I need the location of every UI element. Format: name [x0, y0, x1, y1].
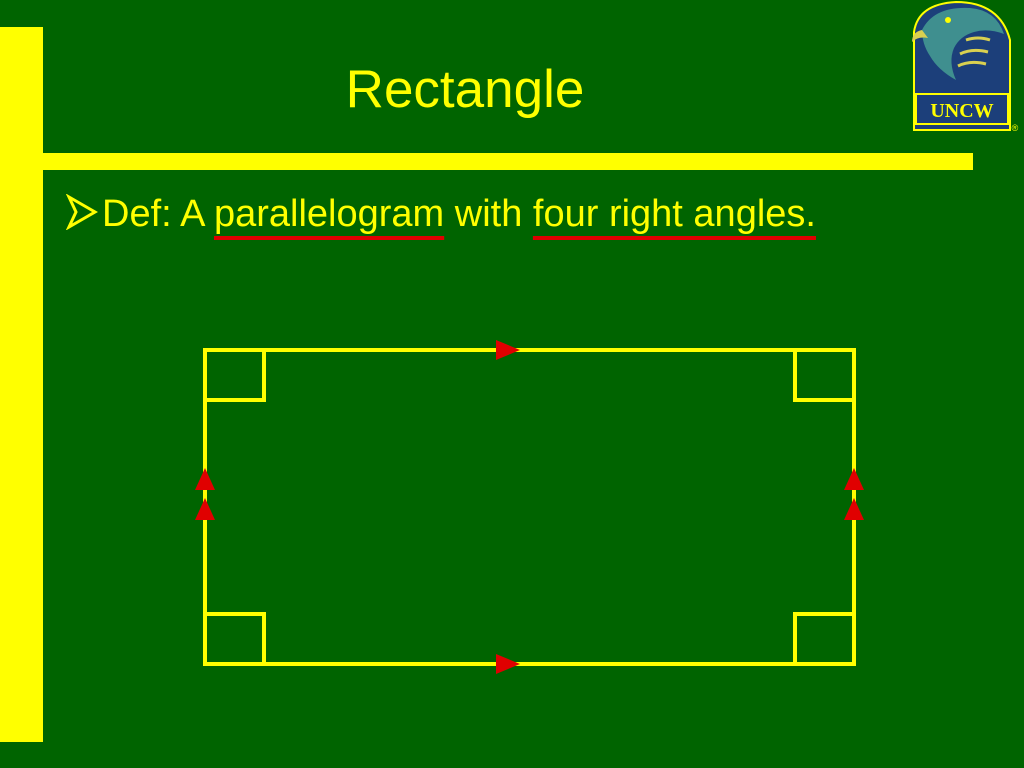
definition-prefix: Def: A [102, 193, 214, 235]
title-underline-rule [43, 153, 973, 170]
arrowhead-bullet-icon [66, 194, 98, 230]
definition-middle: with [444, 193, 533, 235]
right-angle-marker-top-right [793, 348, 856, 402]
seahawk-logo-icon: UNCW ® [912, 0, 1019, 133]
slide-title: Rectangle [345, 60, 585, 119]
right-angle-marker-bottom-left [203, 612, 266, 666]
parallel-arrow-left-upper [195, 468, 215, 490]
right-angle-marker-top-left [203, 348, 266, 402]
parallel-arrow-right-lower [844, 498, 864, 520]
parallel-arrow-right-upper [844, 468, 864, 490]
logo-registered-mark: ® [1012, 123, 1019, 133]
rectangle-outline [203, 348, 856, 666]
logo-text-plate [915, 93, 1009, 125]
left-accent-bar [0, 27, 43, 742]
definition-bullet: Def: A parallelogram with four right ang… [66, 190, 986, 250]
parallel-arrow-left-lower [195, 498, 215, 520]
right-angle-marker-bottom-right [793, 612, 856, 666]
parallel-arrow-bottom [496, 654, 520, 674]
definition-term-parallelogram: parallelogram [213, 193, 445, 235]
logo-hawk-head [922, 7, 1004, 80]
logo-text: UNCW [930, 100, 993, 122]
logo-hawk-eye [945, 17, 951, 23]
logo-hawk-beak [912, 30, 928, 42]
definition-term-right-angles: four right angles. [532, 193, 816, 235]
logo-hawk-feathers [957, 36, 991, 68]
parallel-arrow-top [496, 340, 520, 360]
